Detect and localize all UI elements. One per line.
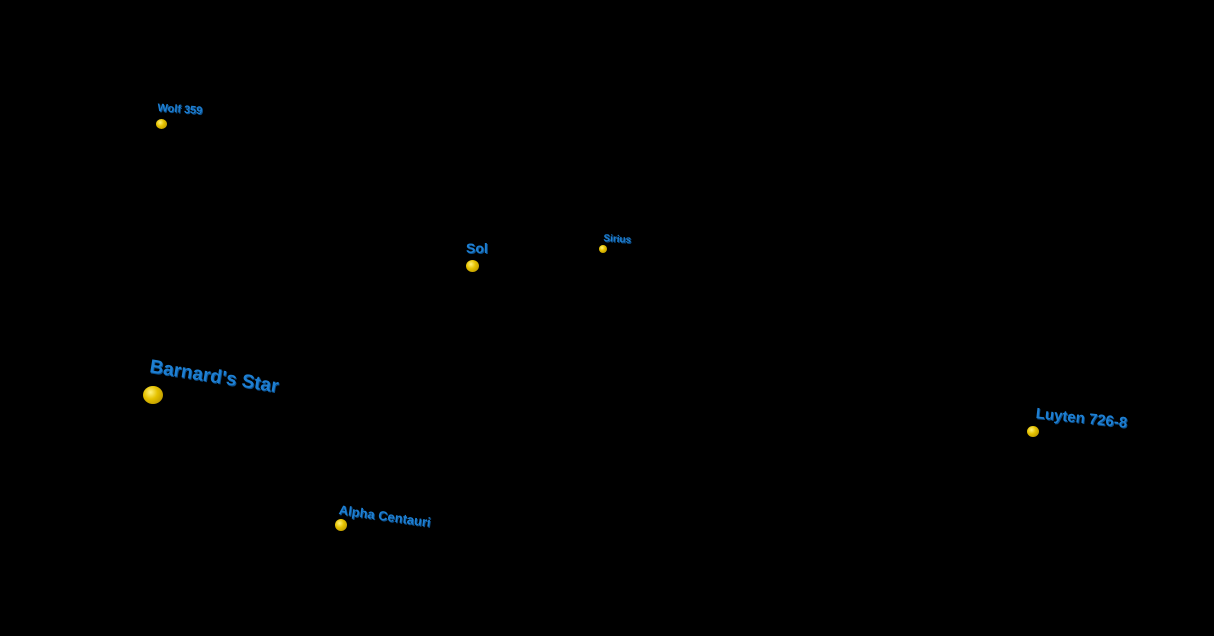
label-sol: Sol — [466, 240, 488, 256]
star-sol[interactable] — [466, 260, 479, 272]
star-wolf-359[interactable] — [156, 119, 167, 129]
label-barnards-star: Barnard's Star — [148, 356, 281, 398]
label-luyten-726-8: Luyten 726-8 — [1035, 405, 1128, 432]
label-alpha-centauri: Alpha Centauri — [338, 502, 432, 530]
label-sirius: Sirius — [603, 233, 632, 246]
star-luyten-726-8[interactable] — [1027, 426, 1039, 437]
label-wolf-359: Wolf 359 — [157, 102, 203, 118]
star-alpha-centauri[interactable] — [335, 519, 347, 531]
star-barnards-star[interactable] — [143, 386, 163, 404]
star-sirius[interactable] — [599, 245, 607, 253]
